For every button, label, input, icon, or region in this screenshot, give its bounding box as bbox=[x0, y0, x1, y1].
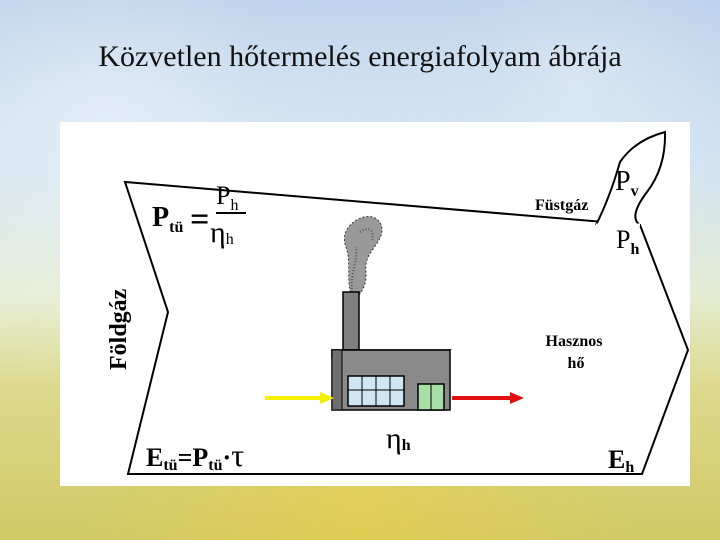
svg-text:Ptü: Ptü bbox=[152, 202, 183, 236]
diagram-panel: Földgáz Ptü = Ph ηh Etü=Ptü·τ bbox=[60, 122, 690, 486]
page-title: Közvetlen hőtermelés energiafolyam ábráj… bbox=[98, 40, 622, 73]
useful-power: Ph bbox=[616, 225, 639, 258]
useful-energy: Eh bbox=[608, 445, 634, 476]
svg-text:Ph: Ph bbox=[216, 181, 238, 214]
fuel-power-formula: Ptü = Ph ηh bbox=[152, 181, 246, 249]
energy-flow-diagram: Földgáz Ptü = Ph ηh Etü=Ptü·τ bbox=[106, 130, 690, 476]
input-arrow bbox=[265, 392, 334, 404]
svg-text:Etü=Ptü·τ: Etü=Ptü·τ bbox=[146, 437, 244, 474]
svg-text:ηh: ηh bbox=[210, 216, 234, 249]
flue-gas-power: Pv bbox=[615, 166, 639, 200]
efficiency-label: ηh bbox=[386, 422, 411, 455]
smoke-plume bbox=[344, 216, 383, 301]
useful-heat-label: Hasznos hő bbox=[546, 333, 607, 372]
flue-gas-label: Füstgáz bbox=[535, 197, 588, 214]
chimney bbox=[342, 291, 360, 351]
factory-building bbox=[331, 349, 453, 411]
fuel-energy-formula: Etü=Ptü·τ bbox=[146, 437, 244, 474]
flue-gas-branch bbox=[595, 130, 667, 226]
svg-text:=: = bbox=[190, 201, 209, 238]
output-arrow bbox=[452, 392, 524, 404]
input-label: Földgáz bbox=[106, 288, 132, 370]
